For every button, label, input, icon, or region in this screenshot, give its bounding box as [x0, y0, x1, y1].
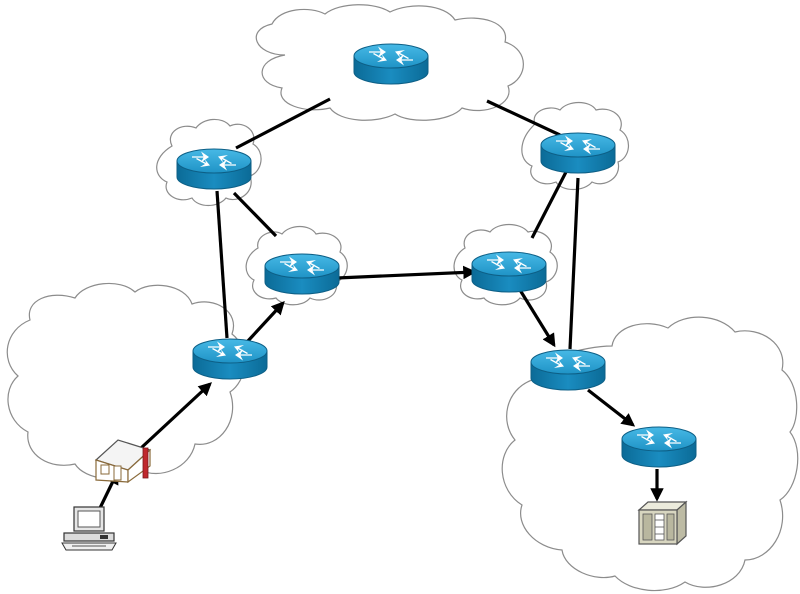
router-icon[interactable] [540, 132, 616, 174]
router-icon[interactable] [192, 338, 268, 380]
link-upper-left-to-center-left [232, 191, 278, 238]
router-icon[interactable] [264, 253, 340, 295]
link-upper-right-to-center-right [530, 171, 568, 239]
desktop-computer-icon[interactable] [61, 506, 117, 551]
router-icon[interactable] [353, 43, 429, 85]
router-icon[interactable] [176, 148, 252, 190]
link-upper-left-to-lower-left [215, 190, 229, 339]
link-upper-right-to-lower-right [568, 177, 580, 350]
link-lower-left-to-center-left [245, 301, 285, 344]
router-icon[interactable] [530, 349, 606, 391]
link-lower-right-to-destination [587, 388, 636, 427]
link-top-to-upper-right [486, 99, 561, 137]
left-lower-cloud [6, 282, 246, 480]
server-icon[interactable] [637, 500, 688, 546]
link-top-to-upper-left [235, 97, 331, 150]
house-icon[interactable] [94, 439, 152, 484]
router-icon[interactable] [471, 251, 547, 293]
link-center-right-to-lower-right [518, 289, 556, 348]
link-home-to-lower-left [139, 382, 212, 450]
router-icon[interactable] [621, 426, 697, 468]
link-center-left-to-center-right [336, 265, 477, 280]
